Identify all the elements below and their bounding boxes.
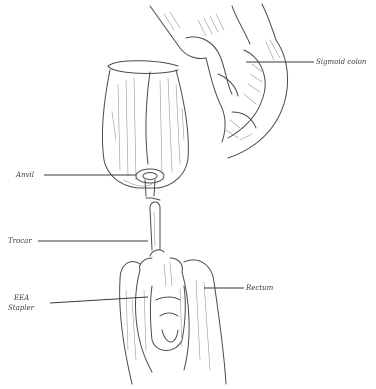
trocar-label: Trocar: [8, 237, 32, 245]
trocar-drawing: [146, 198, 160, 250]
stapler-drawing: [136, 250, 190, 372]
anvil-label: Anvil: [15, 171, 34, 179]
eea-label: EEA: [13, 294, 29, 302]
stapler-label: Stapler: [8, 304, 35, 312]
sigmoid-label: Sigmoid colon: [316, 58, 367, 66]
rectum-label: Rectum: [245, 284, 274, 292]
rectum-drawing: [120, 260, 226, 384]
anvil-drawing: [136, 169, 164, 196]
eea-leader-line: [50, 297, 148, 303]
